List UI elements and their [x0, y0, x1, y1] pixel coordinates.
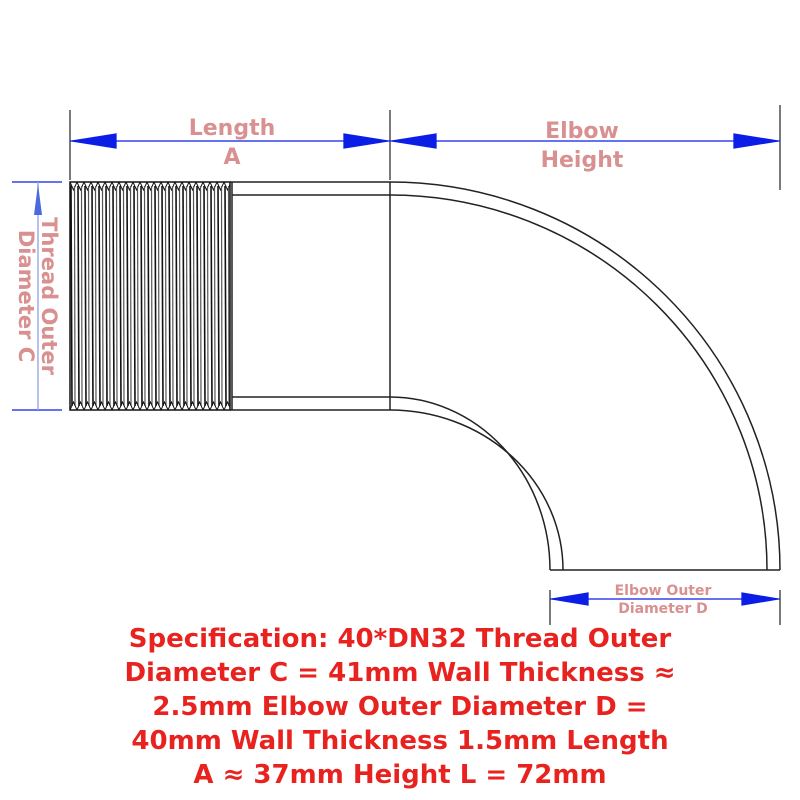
elbow-outer-diameter-label-2: Diameter D — [618, 601, 708, 617]
length-label-a: A — [223, 145, 240, 170]
elbow-outer-diameter-label: Elbow Outer — [615, 583, 712, 599]
elbow — [389, 181, 781, 571]
spec-line: Diameter C = 41mm Wall Thickness ≈ — [124, 658, 676, 688]
specification-text: Specification: 40*DN32 Thread Outer Diam… — [0, 622, 800, 792]
spec-line: 40mm Wall Thickness 1.5mm Length — [131, 726, 669, 756]
spec-line: 2.5mm Elbow Outer Diameter D = — [152, 692, 648, 722]
length-label: Length — [189, 116, 276, 141]
elbow-height-label: Elbow — [545, 119, 619, 144]
dimension-lines — [12, 105, 781, 625]
spec-line: A ≈ 37mm Height L = 72mm — [193, 760, 607, 790]
elbow-height-label-2: Height — [541, 148, 624, 173]
straight-pipe — [230, 181, 391, 411]
threaded-section — [69, 181, 231, 411]
thread-diameter-label: Thread Outer — [37, 217, 61, 375]
spec-line: Specification: 40*DN32 Thread Outer — [128, 624, 672, 654]
thread-diameter-label-2: Diameter C — [14, 230, 38, 362]
